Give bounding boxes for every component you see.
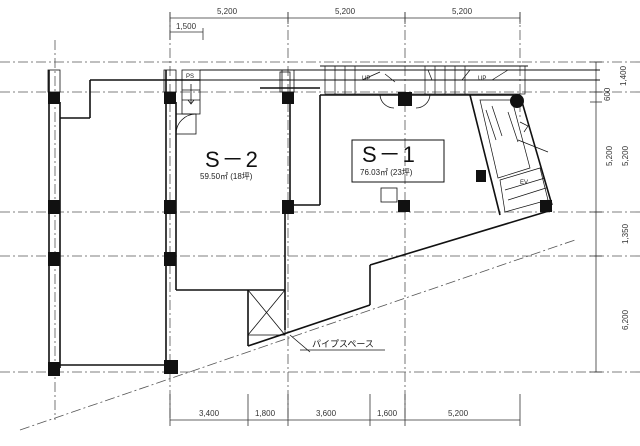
ps-label: PS [186,74,194,80]
pipe-space-box [247,289,311,353]
up-label-2: UP [478,76,486,82]
dim-top-1: 1,500 [176,22,197,31]
right-dimensions [590,61,602,373]
dim-right-2: 600 [603,87,612,101]
unit-s2-name: S－2 [205,147,260,172]
s1-door [379,94,431,203]
dim-right-6: 6,200 [621,309,630,330]
top-dimensions [169,12,521,40]
dim-bottom-4: 1,600 [377,409,398,418]
s1-label-box [351,139,445,183]
dim-right-1: 1,400 [619,65,628,86]
columns [48,92,552,376]
dim-right-4: 5,200 [621,145,630,166]
dim-bottom-3: 3,600 [316,409,337,418]
dim-right-5: 1,350 [621,223,630,244]
dim-bottom-1: 3,400 [199,409,220,418]
corridor [200,65,600,81]
dim-right-3: 5,200 [605,145,614,166]
dim-top-4: 5,200 [452,7,473,16]
top-pillars [47,69,295,93]
dim-bottom-5: 5,200 [448,409,469,418]
bottom-dimensions [169,394,521,426]
unit-s1-area: 76.03㎡ (23坪) [360,168,413,177]
dim-bottom-2: 1,800 [255,409,276,418]
pipe-space-label: パイプスペース [312,339,374,350]
ev-label: EV [520,180,528,186]
dim-top-3: 5,200 [335,7,356,16]
unit-s1-name: S－1 [362,142,417,167]
up-label-1: UP [362,76,370,82]
unit-s2-area: 59.50㎡ (18坪) [200,172,253,181]
stair-left [175,69,291,135]
grid-lines [0,12,640,431]
stairs-top [324,65,526,95]
walls [48,70,553,368]
dim-top-2: 5,200 [217,7,238,16]
